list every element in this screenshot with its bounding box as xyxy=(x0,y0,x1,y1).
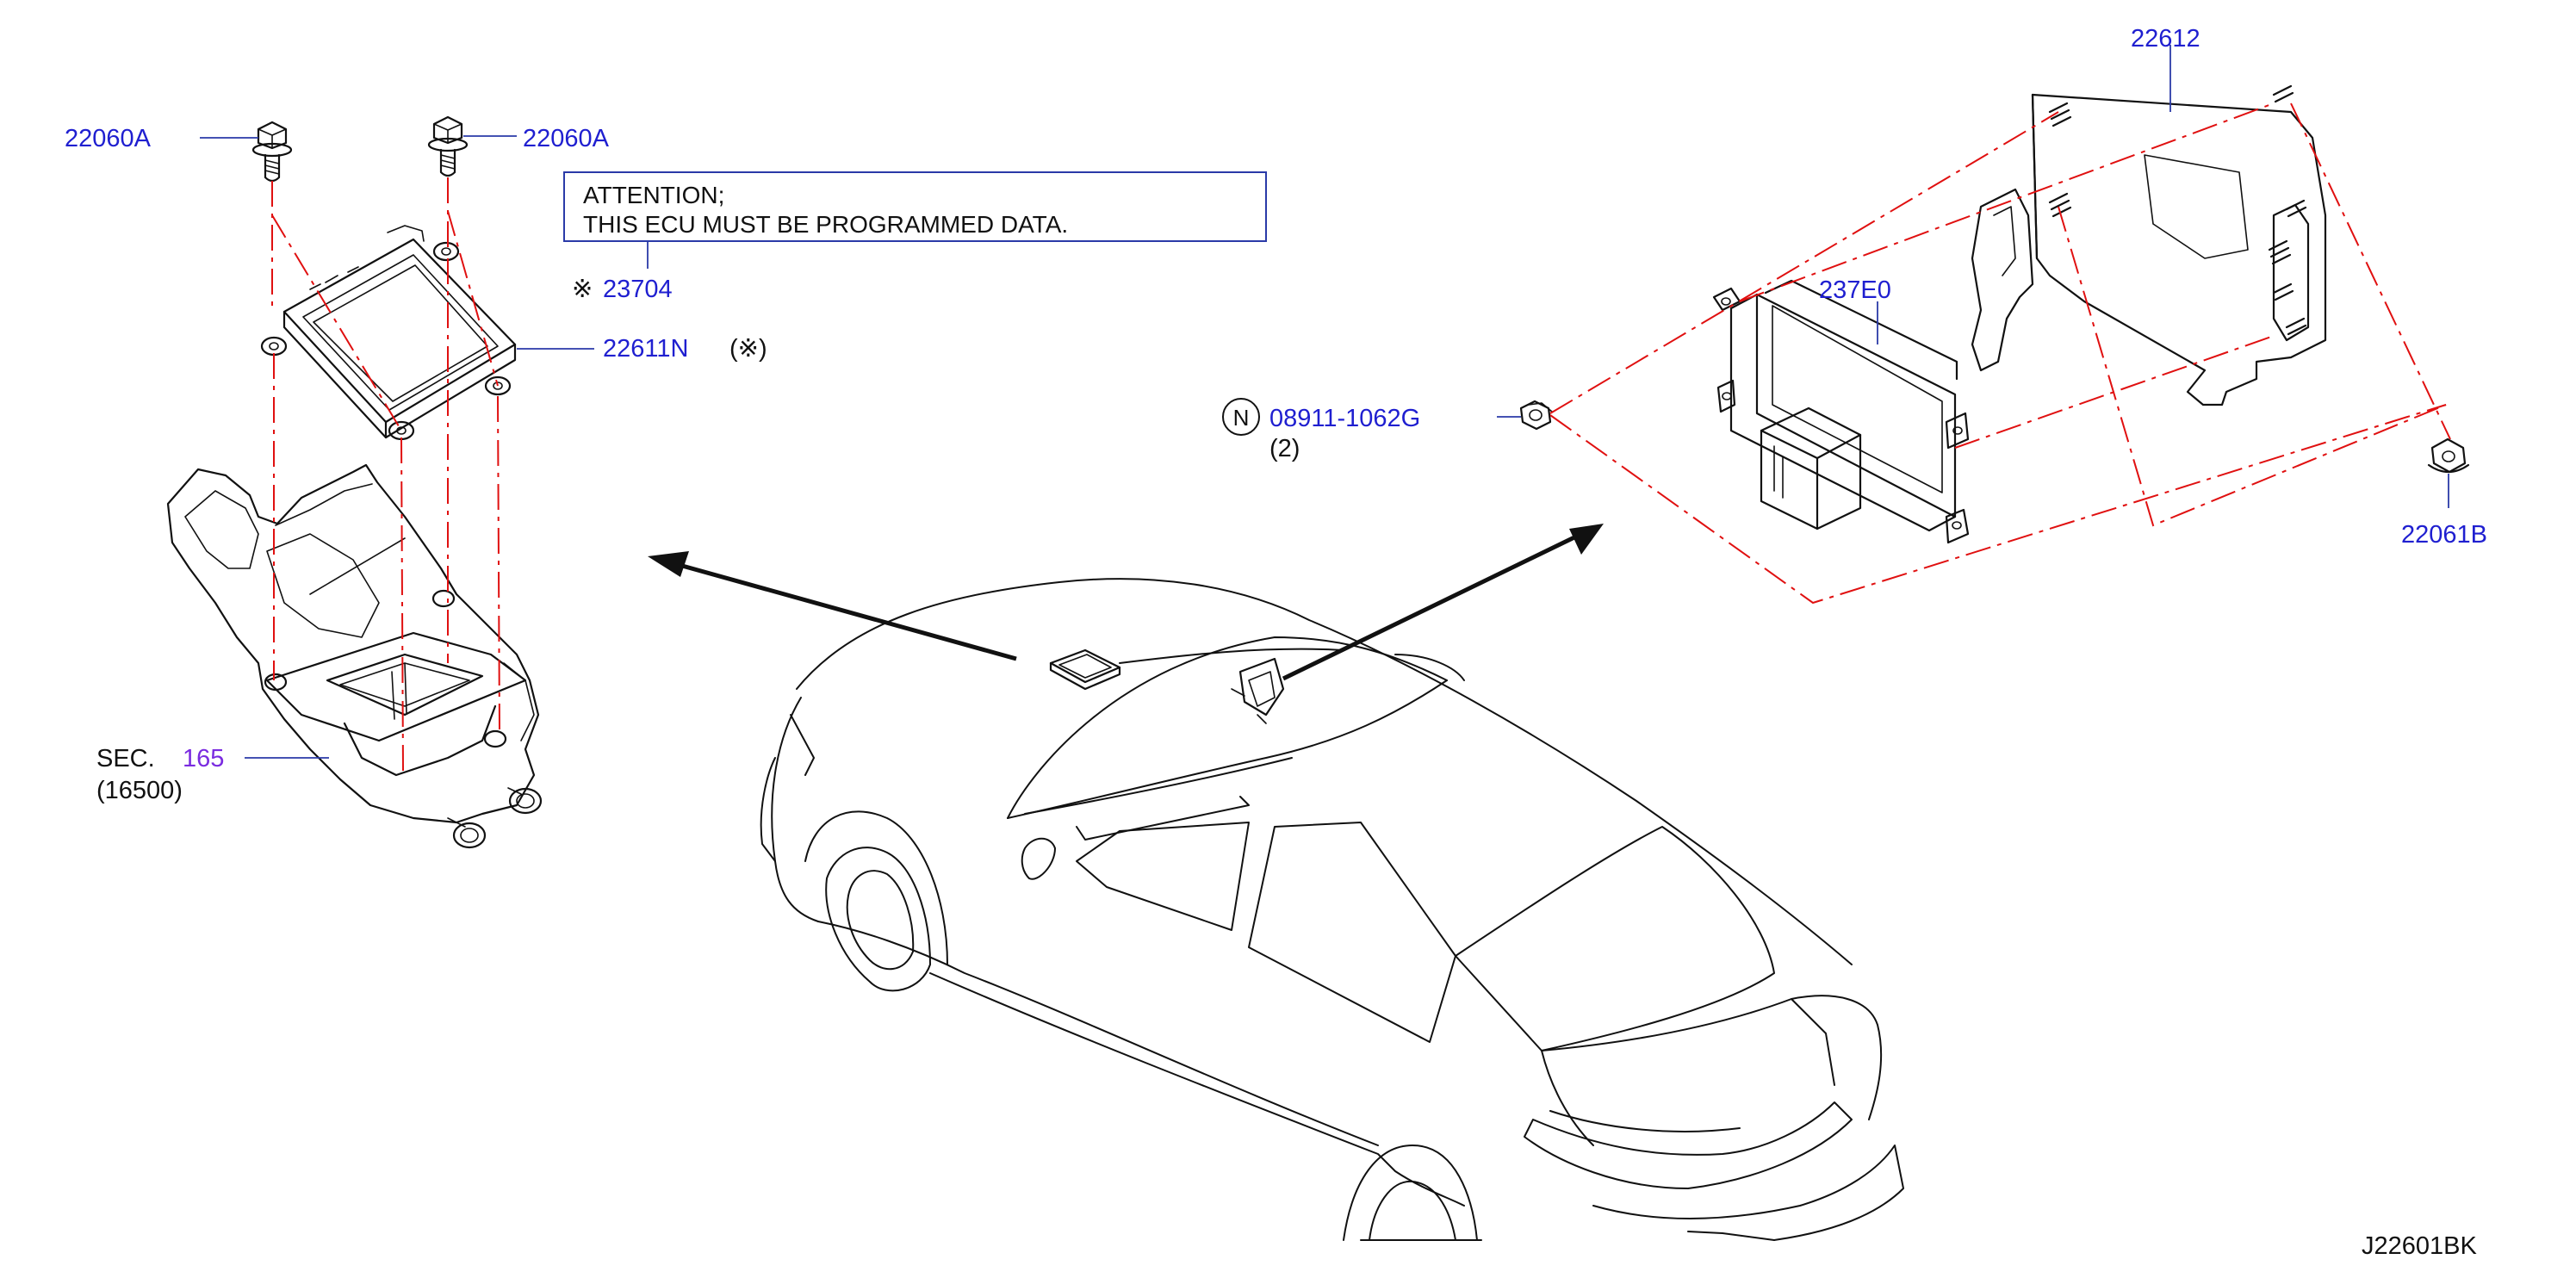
bolt-right xyxy=(427,115,469,177)
label-nut-qty: (2) xyxy=(1269,435,1300,462)
label-ecu-unit-note: (※) xyxy=(729,335,767,363)
left-alignment-lines xyxy=(271,177,500,772)
arrow-right xyxy=(1282,524,1604,681)
nut-circle-marker: N xyxy=(1222,398,1260,436)
label-module: 237E0 xyxy=(1819,276,1891,304)
label-ecu-unit: 22611N xyxy=(603,335,688,363)
diagram-id-code: J22601BK xyxy=(2362,1232,2477,1260)
label-bolt-left: 22060A xyxy=(65,125,152,152)
flange-nut xyxy=(2427,437,2470,474)
vehicle-outline xyxy=(760,578,1904,1241)
hex-nut xyxy=(1519,400,1553,431)
control-module xyxy=(1712,279,1970,544)
mount-bracket xyxy=(1971,84,2327,406)
nut-circle-letter: N xyxy=(1233,405,1250,431)
label-ecu-marked: 23704 xyxy=(603,276,673,303)
label-section-number: 165 xyxy=(183,745,224,772)
label-bolt-right: 22060A xyxy=(523,125,610,152)
attention-text: THIS ECU MUST BE PROGRAMMED DATA. xyxy=(583,211,1068,238)
label-nut: 08911-1062G xyxy=(1269,405,1420,432)
bolt-left xyxy=(251,121,293,183)
right-alignment-lines xyxy=(1549,102,2451,605)
arrow-left xyxy=(648,551,1017,661)
label-flange-nut: 22061B xyxy=(2401,521,2487,549)
marked-symbol: ※ xyxy=(572,276,593,303)
intake-bracket xyxy=(166,463,543,849)
label-bracket: 22612 xyxy=(2131,25,2200,53)
ecu-unit xyxy=(260,225,517,441)
attention-box: ATTENTION; THIS ECU MUST BE PROGRAMMED D… xyxy=(563,171,1267,269)
label-section-prefix: SEC. xyxy=(96,745,155,772)
attention-title: ATTENTION; xyxy=(583,182,724,208)
label-section-sub: (16500) xyxy=(96,777,183,804)
